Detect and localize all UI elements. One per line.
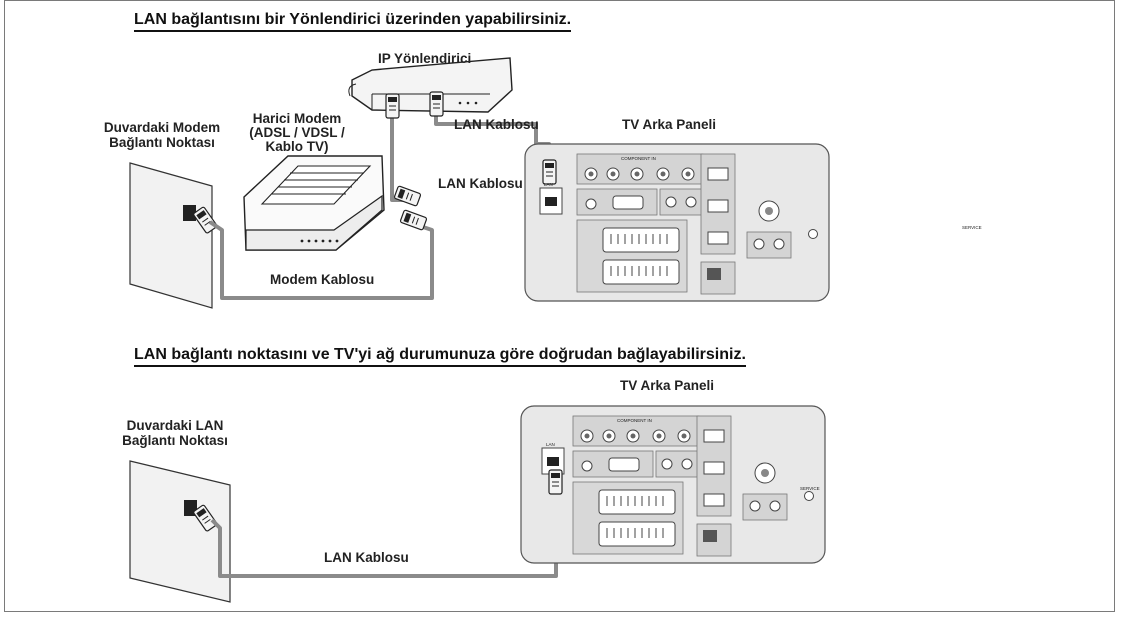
lan-cable-label-bottom: LAN Kablosu — [324, 550, 409, 565]
wall-lan-label: Duvardaki LAN Bağlantı Noktası — [110, 418, 240, 448]
top-heading: LAN bağlantısını bir Yönlendirici üzerin… — [134, 11, 572, 32]
router-plug-1 — [385, 93, 400, 119]
lan-cable-label-router: LAN Kablosu — [454, 117, 539, 132]
wall-lan-label-line1: Duvardaki LAN — [126, 418, 224, 433]
wall-lan-plate — [129, 460, 231, 603]
svg-text:LAN: LAN — [546, 442, 555, 447]
modem-label-line1: Harici Modem — [252, 111, 342, 126]
tv-lan-plug-top — [542, 159, 557, 185]
wall-modem-label-line1: Duvardaki Modem — [103, 120, 221, 135]
tv-lan-plug-bottom — [548, 469, 563, 495]
wall-outlet-plate — [129, 162, 213, 309]
modem-label-line2: (ADSL / VDSL / — [249, 125, 345, 140]
tv-back-panel-bottom — [520, 405, 826, 564]
tv-back-panel-top — [524, 143, 830, 302]
tv-panel-label-top: TV Arka Paneli — [622, 117, 717, 132]
wall-modem-label: Duvardaki Modem Bağlantı Noktası — [92, 120, 232, 150]
router-plug-2 — [429, 91, 444, 117]
modem-cable-plug — [399, 209, 428, 231]
bottom-heading: LAN bağlantı noktasını ve TV'yi ağ durum… — [134, 346, 746, 367]
modem-lan-plug — [393, 185, 422, 207]
svg-text:LAN: LAN — [544, 182, 553, 187]
external-modem — [243, 155, 385, 251]
modem-cable-label: Modem Kablosu — [270, 272, 375, 287]
wall-modem-port — [183, 205, 196, 221]
wall-modem-label-line2: Bağlantı Noktası — [109, 135, 215, 150]
service-text-bottom: SERVICE — [800, 486, 820, 491]
service-text-top: SERVICE — [962, 225, 982, 230]
modem-label-line3: Kablo TV) — [265, 139, 329, 154]
external-modem-label: Harici Modem (ADSL / VDSL / Kablo TV) — [238, 112, 356, 154]
wall-lan-label-line2: Bağlantı Noktası — [122, 433, 228, 448]
router-label: IP Yönlendirici — [378, 51, 472, 66]
lan-cable-label-modem: LAN Kablosu — [438, 176, 523, 191]
diagram-frame — [4, 0, 1115, 612]
tv-panel-label-bottom: TV Arka Paneli — [620, 378, 715, 393]
